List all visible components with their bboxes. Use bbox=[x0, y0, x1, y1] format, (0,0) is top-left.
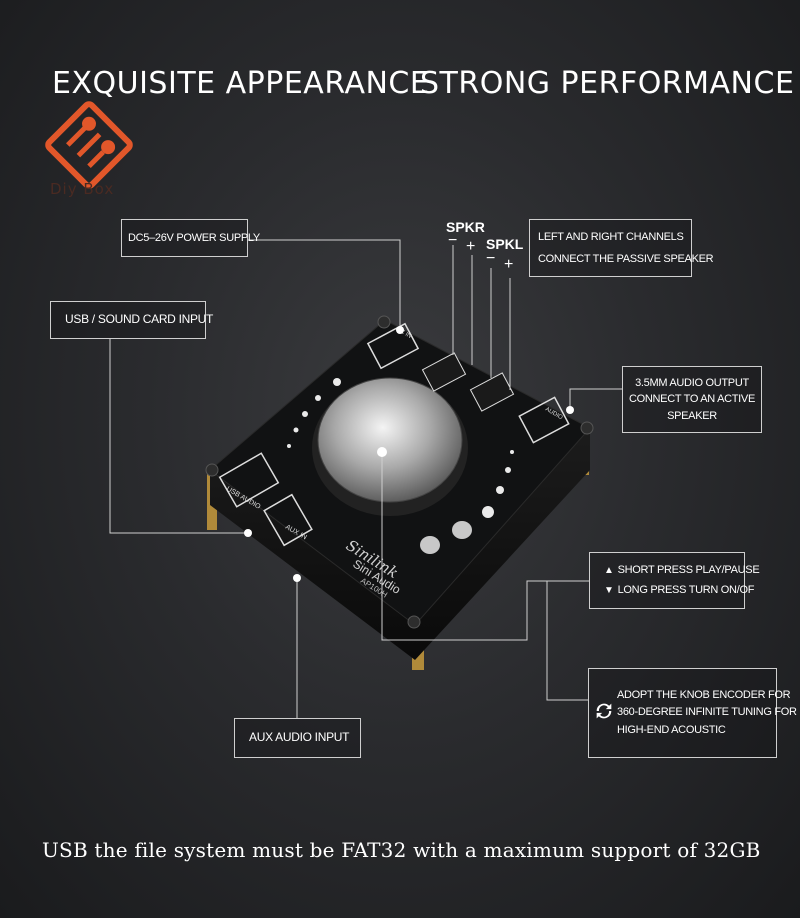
headline-left: EXQUISITE APPEARANCE bbox=[52, 66, 430, 101]
callout-buttons: ▲SHORT PRESS PLAY/PAUSE ▼LONG PRESS TURN… bbox=[589, 552, 760, 609]
headline-right: STRONG PERFORMANCE bbox=[420, 66, 795, 101]
spkr-plus: + bbox=[466, 238, 476, 255]
screw bbox=[407, 615, 421, 629]
triangle-up-icon: ▲ bbox=[604, 564, 614, 576]
speaker-terminal-right[interactable] bbox=[421, 352, 467, 392]
screw bbox=[205, 463, 219, 477]
aux-in-jack[interactable] bbox=[263, 493, 313, 547]
leader-lines bbox=[109, 239, 622, 718]
refresh-cycle-icon bbox=[596, 703, 612, 719]
logo-text: Diy Box bbox=[50, 180, 115, 198]
dc-jack[interactable] bbox=[366, 322, 420, 370]
led-indicators bbox=[287, 378, 514, 518]
triangle-down-icon: ▼ bbox=[604, 584, 614, 596]
spkl-label: SPKL bbox=[486, 236, 524, 252]
spkr-label: SPKR bbox=[446, 219, 485, 235]
audio-out-jack[interactable] bbox=[518, 396, 570, 444]
callout-speaker-channels: LEFT AND RIGHT CHANNELS CONNECT THE PASS… bbox=[529, 219, 714, 277]
usb-port[interactable] bbox=[218, 452, 280, 508]
play-pause-button[interactable] bbox=[452, 521, 472, 539]
spkl-minus: − bbox=[486, 250, 496, 267]
leader-dots bbox=[244, 326, 574, 582]
screw bbox=[580, 421, 594, 435]
spkl-plus: + bbox=[504, 256, 514, 273]
callout-aux-input: AUX AUDIO INPUT bbox=[234, 718, 361, 758]
callout-audio-output: 3.5MM AUDIO OUTPUT CONNECT TO AN ACTIVE … bbox=[622, 366, 762, 433]
footer-note: USB the file system must be FAT32 with a… bbox=[42, 838, 761, 862]
spkr-minus: − bbox=[448, 232, 458, 249]
callout-usb-input: USB / SOUND CARD INPUT bbox=[50, 301, 213, 339]
speaker-terminal-left[interactable] bbox=[469, 372, 515, 412]
callout-power-supply: DC5–26V POWER SUPPLY bbox=[121, 219, 260, 257]
screw bbox=[377, 315, 391, 329]
callout-knob-encoder: ADOPT THE KNOB ENCODER FOR 360-DEGREE IN… bbox=[588, 668, 797, 758]
circuit-logo-icon bbox=[45, 101, 133, 189]
power-button[interactable] bbox=[420, 536, 440, 554]
volume-knob[interactable] bbox=[317, 377, 463, 503]
